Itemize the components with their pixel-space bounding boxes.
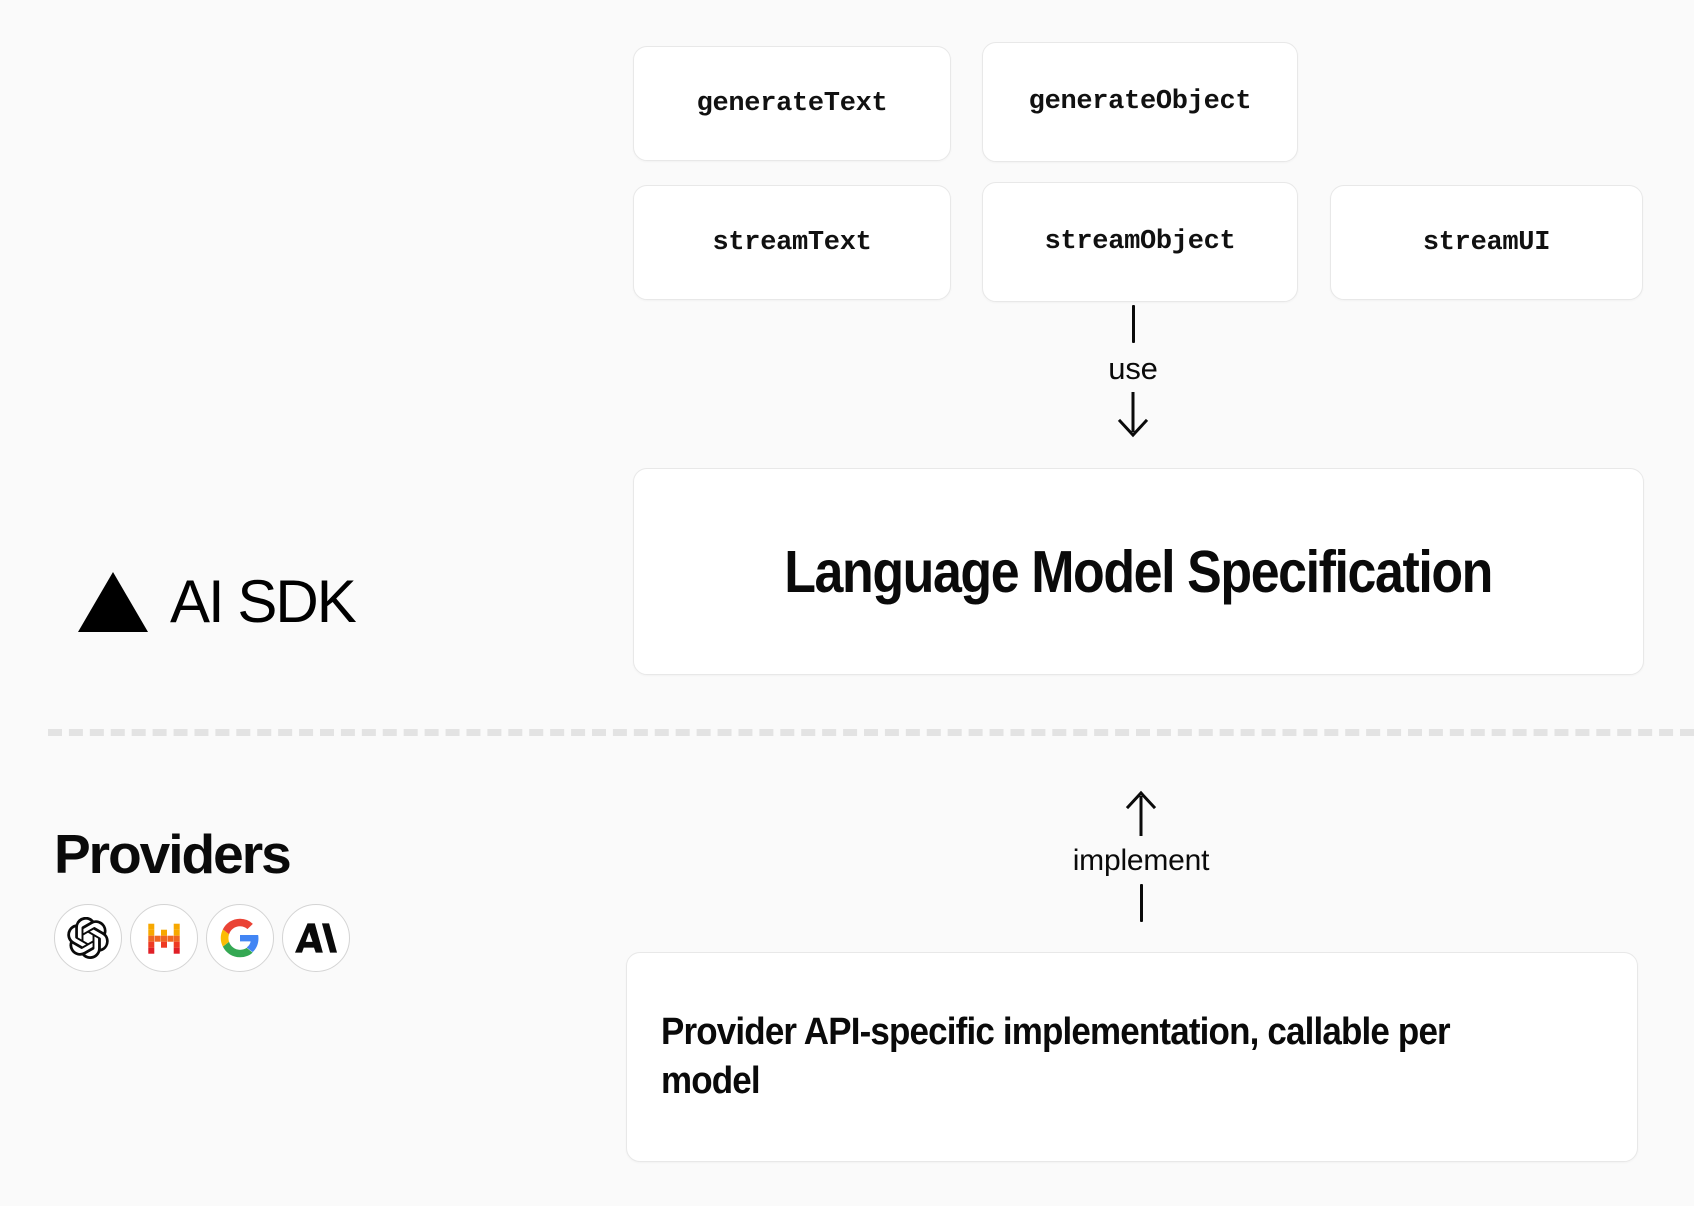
arrow-up-icon	[1125, 790, 1157, 836]
api-card-stream-text[interactable]: streamText	[633, 185, 951, 300]
connector-use-label: use	[1108, 351, 1158, 386]
api-card-label: generateText	[696, 88, 888, 119]
api-card-label: generateObject	[1028, 87, 1252, 117]
provider-icon-list	[54, 904, 350, 972]
provider-implementation-box: Provider API-specific implementation, ca…	[626, 952, 1638, 1162]
connector-implement-label: implement	[1072, 844, 1210, 877]
openai-icon	[67, 917, 109, 959]
provider-icon-anthropic[interactable]	[282, 904, 350, 972]
providers-title: Providers	[54, 823, 292, 885]
connector-stem-icon	[1139, 884, 1143, 922]
api-card-label: streamObject	[1044, 227, 1236, 257]
google-icon	[220, 918, 259, 958]
connector-implement: implement	[1036, 790, 1246, 922]
connector-stem-icon	[1131, 305, 1135, 343]
anthropic-icon	[295, 923, 337, 953]
arrow-down-icon	[1117, 392, 1149, 438]
provider-implementation-text: Provider API-specific implementation, ca…	[661, 1011, 1451, 1102]
api-card-label: streamText	[712, 227, 872, 258]
connector-use: use	[1075, 305, 1191, 438]
ai-sdk-label-text: AI SDK	[170, 568, 357, 635]
providers-section: Providers	[54, 827, 350, 972]
provider-icon-google[interactable]	[206, 904, 274, 972]
api-card-stream-ui[interactable]: streamUI	[1330, 185, 1643, 300]
api-card-label: streamUI	[1422, 227, 1551, 258]
provider-icon-mistral[interactable]	[130, 904, 198, 972]
provider-icon-openai[interactable]	[54, 904, 122, 972]
vercel-triangle-icon	[78, 572, 148, 632]
mistral-icon	[148, 923, 180, 954]
language-model-specification-box: Language Model Specification	[633, 468, 1644, 675]
specification-title: Language Model Specification	[784, 538, 1494, 605]
api-card-stream-object[interactable]: streamObject	[982, 182, 1298, 302]
ai-sdk-label: AI SDK	[78, 568, 357, 635]
api-card-generate-object[interactable]: generateObject	[982, 42, 1298, 162]
api-card-generate-text[interactable]: generateText	[633, 46, 951, 161]
section-divider	[48, 729, 1694, 736]
